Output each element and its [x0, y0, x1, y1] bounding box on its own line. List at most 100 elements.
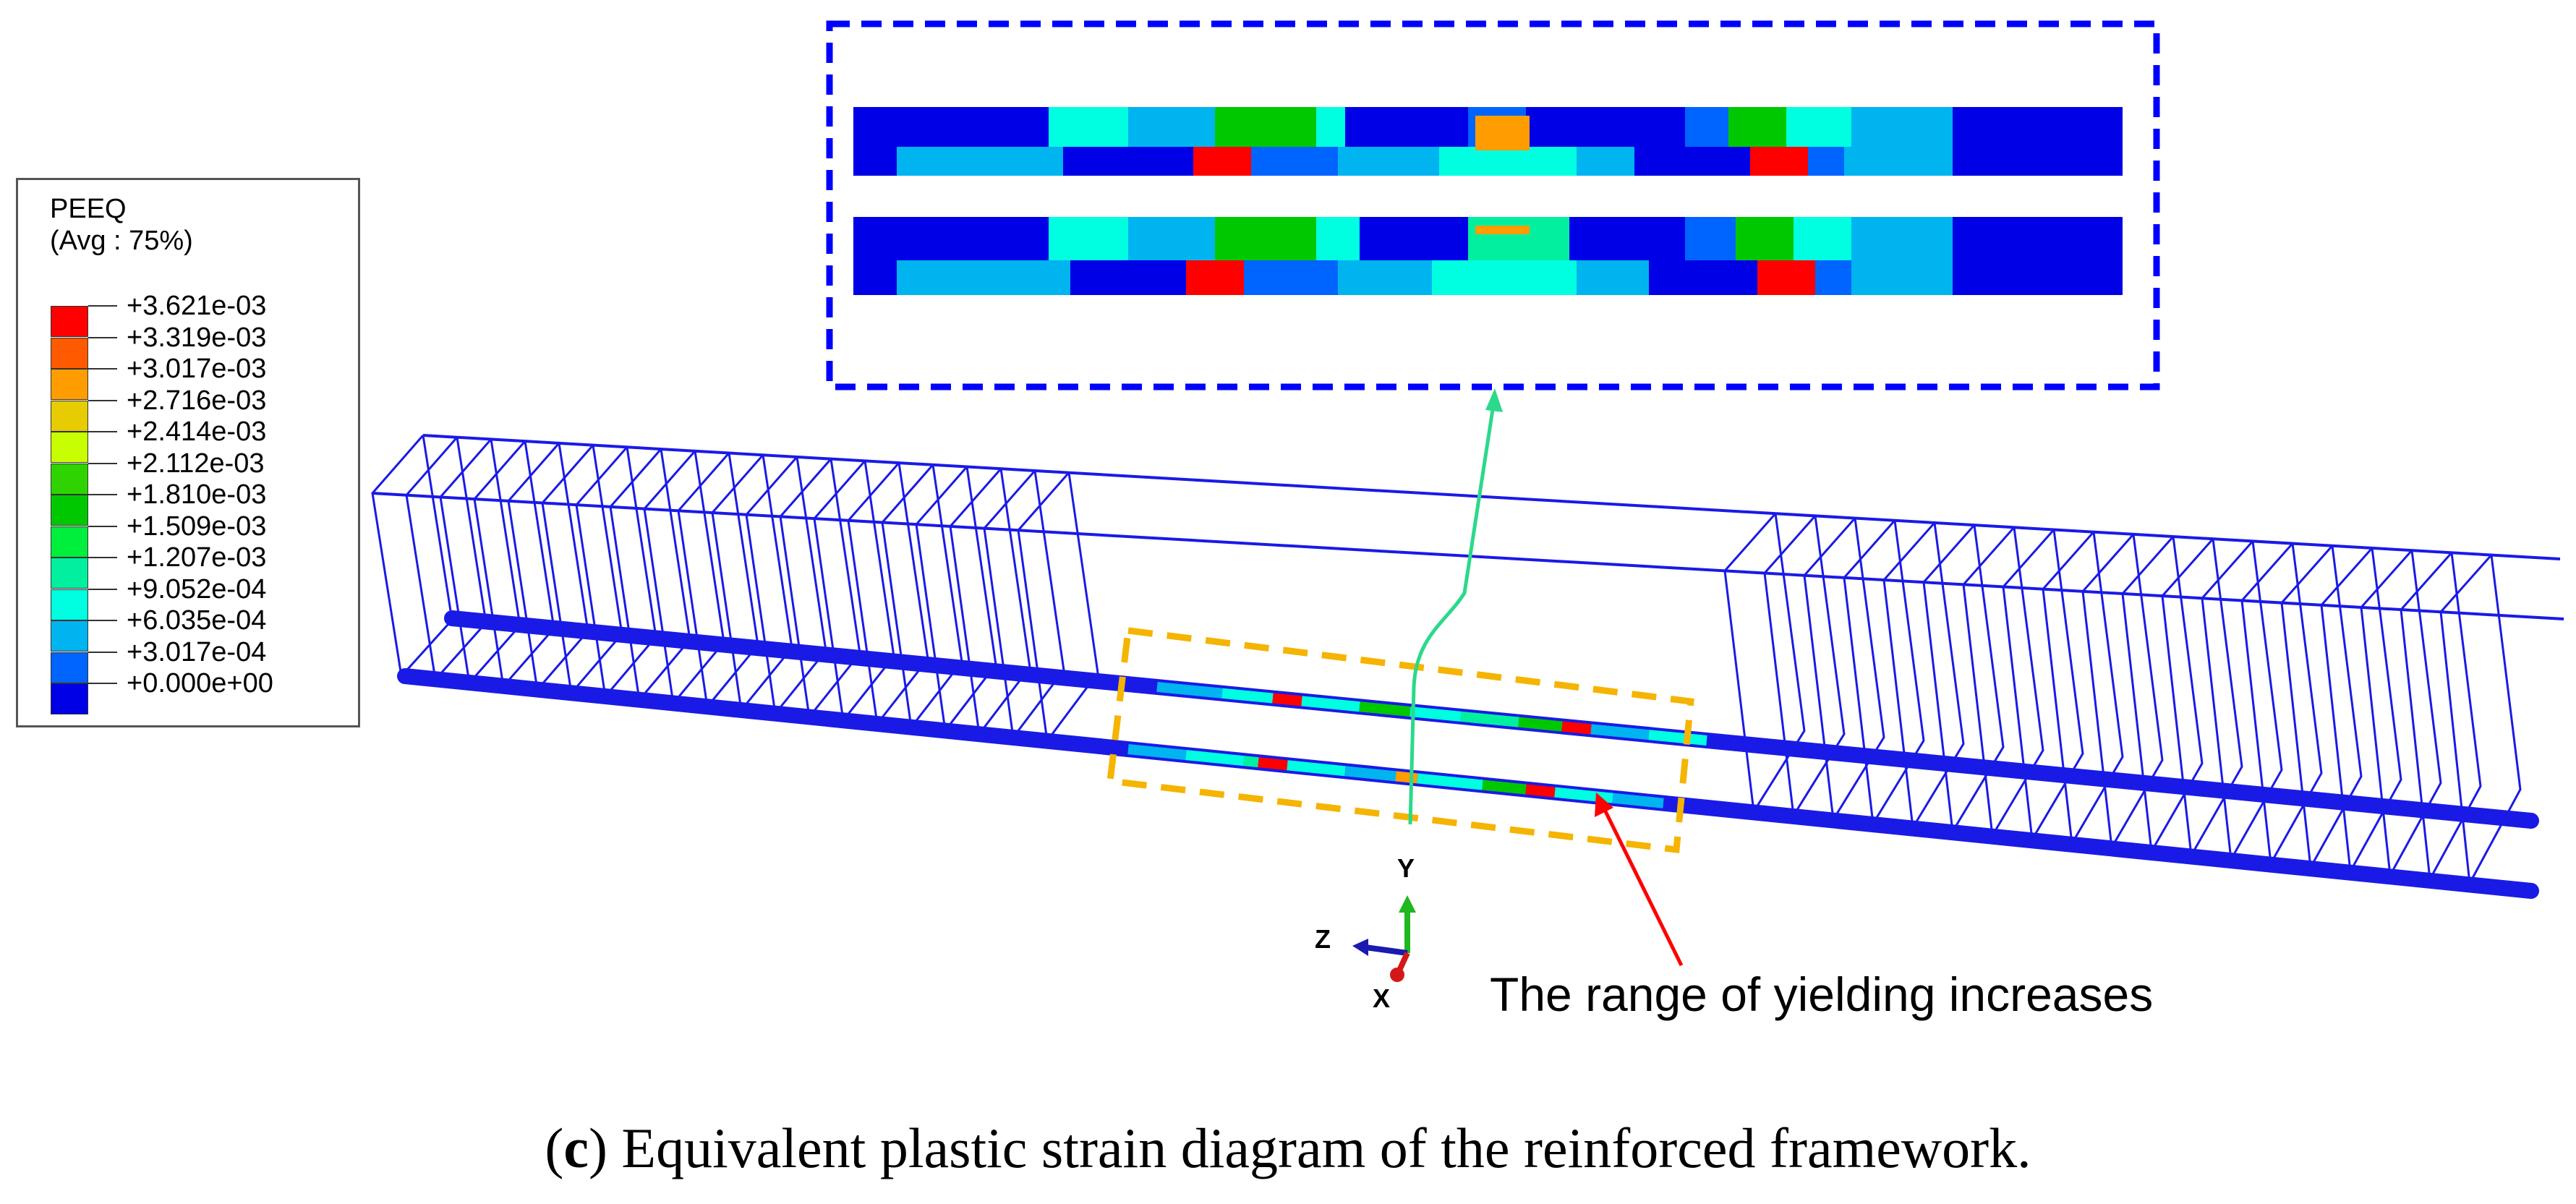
stirrup	[405, 436, 487, 683]
zoom-bar-segment	[1750, 147, 1808, 176]
stirrup	[609, 448, 691, 703]
stirrup	[847, 462, 929, 727]
legend-swatch	[51, 495, 88, 526]
zoom-bar-segment	[853, 217, 1049, 260]
legend-title: PEEQ	[50, 194, 127, 224]
stirrup	[439, 438, 521, 686]
zoom-bar-segment	[1070, 260, 1186, 295]
yield-segment-back	[1590, 724, 1650, 740]
zoom-bar-segment	[1634, 147, 1750, 176]
yield-segment-back	[1156, 681, 1223, 699]
yield-segment-back	[1301, 696, 1360, 712]
stirrup	[949, 468, 1031, 737]
zoom-bar-segment	[1128, 217, 1215, 260]
stirrup	[983, 469, 1065, 740]
legend-label: +0.000e+00	[127, 668, 273, 699]
zoom-bar-segment	[1128, 107, 1215, 147]
zoom-bar-segment	[1794, 217, 1851, 260]
yield-segment-back	[1518, 717, 1563, 732]
legend-label: +1.509e-03	[127, 511, 267, 542]
zoom-bar-segment	[1316, 217, 1360, 260]
legend-tick	[88, 399, 117, 401]
stirrup	[643, 450, 725, 706]
zoom-bar-segment	[1685, 107, 1728, 147]
legend-tick	[88, 557, 117, 558]
yield-segment-back	[1272, 693, 1302, 706]
stirrup	[779, 458, 861, 720]
stirrup	[2042, 531, 2124, 848]
stirrup	[2439, 554, 2522, 887]
stirrup	[813, 460, 895, 723]
zoom-bar-segment	[1953, 147, 2123, 176]
stirrup	[1962, 526, 2044, 839]
zoom-bar-segment	[1953, 217, 2123, 260]
zoom-bar-segment	[1786, 107, 1851, 147]
stirrup	[2081, 533, 2164, 851]
legend-swatch	[51, 369, 88, 400]
zoom-bar-segment	[1338, 260, 1432, 295]
legend-swatch	[51, 432, 88, 463]
zoom-bar-segment	[1338, 147, 1439, 176]
stirrup	[711, 454, 793, 713]
yield-segment-front	[1287, 760, 1346, 777]
stirrup	[2320, 547, 2402, 875]
zoom-bar-segment	[1468, 217, 1569, 260]
stirrup	[1843, 519, 1925, 827]
top-bar-back	[372, 492, 2564, 620]
stirrup	[2002, 529, 2084, 843]
zoom-bar-segment	[1844, 147, 1953, 176]
legend-label: +1.207e-03	[127, 542, 267, 573]
stirrup	[2280, 545, 2363, 871]
legend-tick	[88, 431, 117, 432]
zoom-detail-border	[826, 20, 2160, 390]
zoom-bar-segment	[1251, 147, 1338, 176]
legend-swatch	[51, 306, 88, 337]
triad-z-arrowhead	[1352, 939, 1368, 956]
zoom-bar-segment	[1808, 147, 1844, 176]
zoom-bar-segment	[1757, 260, 1815, 295]
zoom-bar-segment	[1736, 217, 1794, 260]
legend-tick	[88, 336, 117, 338]
zoom-bar-segment	[1063, 147, 1193, 176]
stirrup	[2121, 536, 2204, 855]
stirrup	[2161, 538, 2243, 859]
zoom-bar-segment	[1851, 107, 1953, 147]
zoom-bar-segment	[853, 147, 897, 176]
zoom-bar-segment	[1432, 260, 1577, 295]
yield-segment-back	[1409, 706, 1462, 722]
legend-label: +2.414e-03	[127, 417, 267, 447]
legend-swatch	[51, 400, 88, 432]
zoom-bar-segment	[1728, 107, 1786, 147]
legend-label: +2.112e-03	[127, 448, 265, 479]
yield-segment-front	[1258, 757, 1288, 771]
zoom-link-arrow	[1408, 404, 1496, 825]
zoom-bar-segment	[1049, 217, 1128, 260]
zoom-bar-segment	[853, 260, 897, 295]
legend-tick	[88, 368, 117, 370]
legend-swatch	[51, 683, 88, 714]
zoom-bar-segment	[1215, 217, 1316, 260]
legend-subtitle: (Avg : 75%)	[50, 226, 193, 256]
stirrup	[1723, 513, 1806, 815]
zoom-bar-segment	[1193, 147, 1251, 176]
legend-tick	[88, 651, 117, 653]
zoom-bar-segment	[1685, 217, 1736, 260]
legend-swatch	[51, 620, 88, 652]
legend-tick	[88, 305, 117, 307]
zoom-bar-segment	[1345, 107, 1468, 147]
zoom-bar-segment	[1851, 260, 1953, 295]
zoom-bar-segment	[1851, 217, 1953, 260]
stirrup	[1017, 471, 1099, 744]
zoom-bar-segment	[1569, 217, 1685, 260]
zoom-bar-segment	[1244, 260, 1338, 295]
yield-segment-front	[1612, 793, 1664, 808]
stirrup	[2400, 552, 2482, 883]
yield-segment-back	[1648, 730, 1707, 746]
stirrup	[2240, 542, 2323, 867]
legend-tick	[88, 525, 117, 527]
triad-x-label: X	[1373, 983, 1391, 1013]
legend-label: +3.621e-03	[127, 291, 267, 321]
zoom-bar-segment	[1577, 147, 1634, 176]
zoom-bars	[853, 107, 2123, 295]
zoom-detail-panel	[826, 20, 2160, 390]
